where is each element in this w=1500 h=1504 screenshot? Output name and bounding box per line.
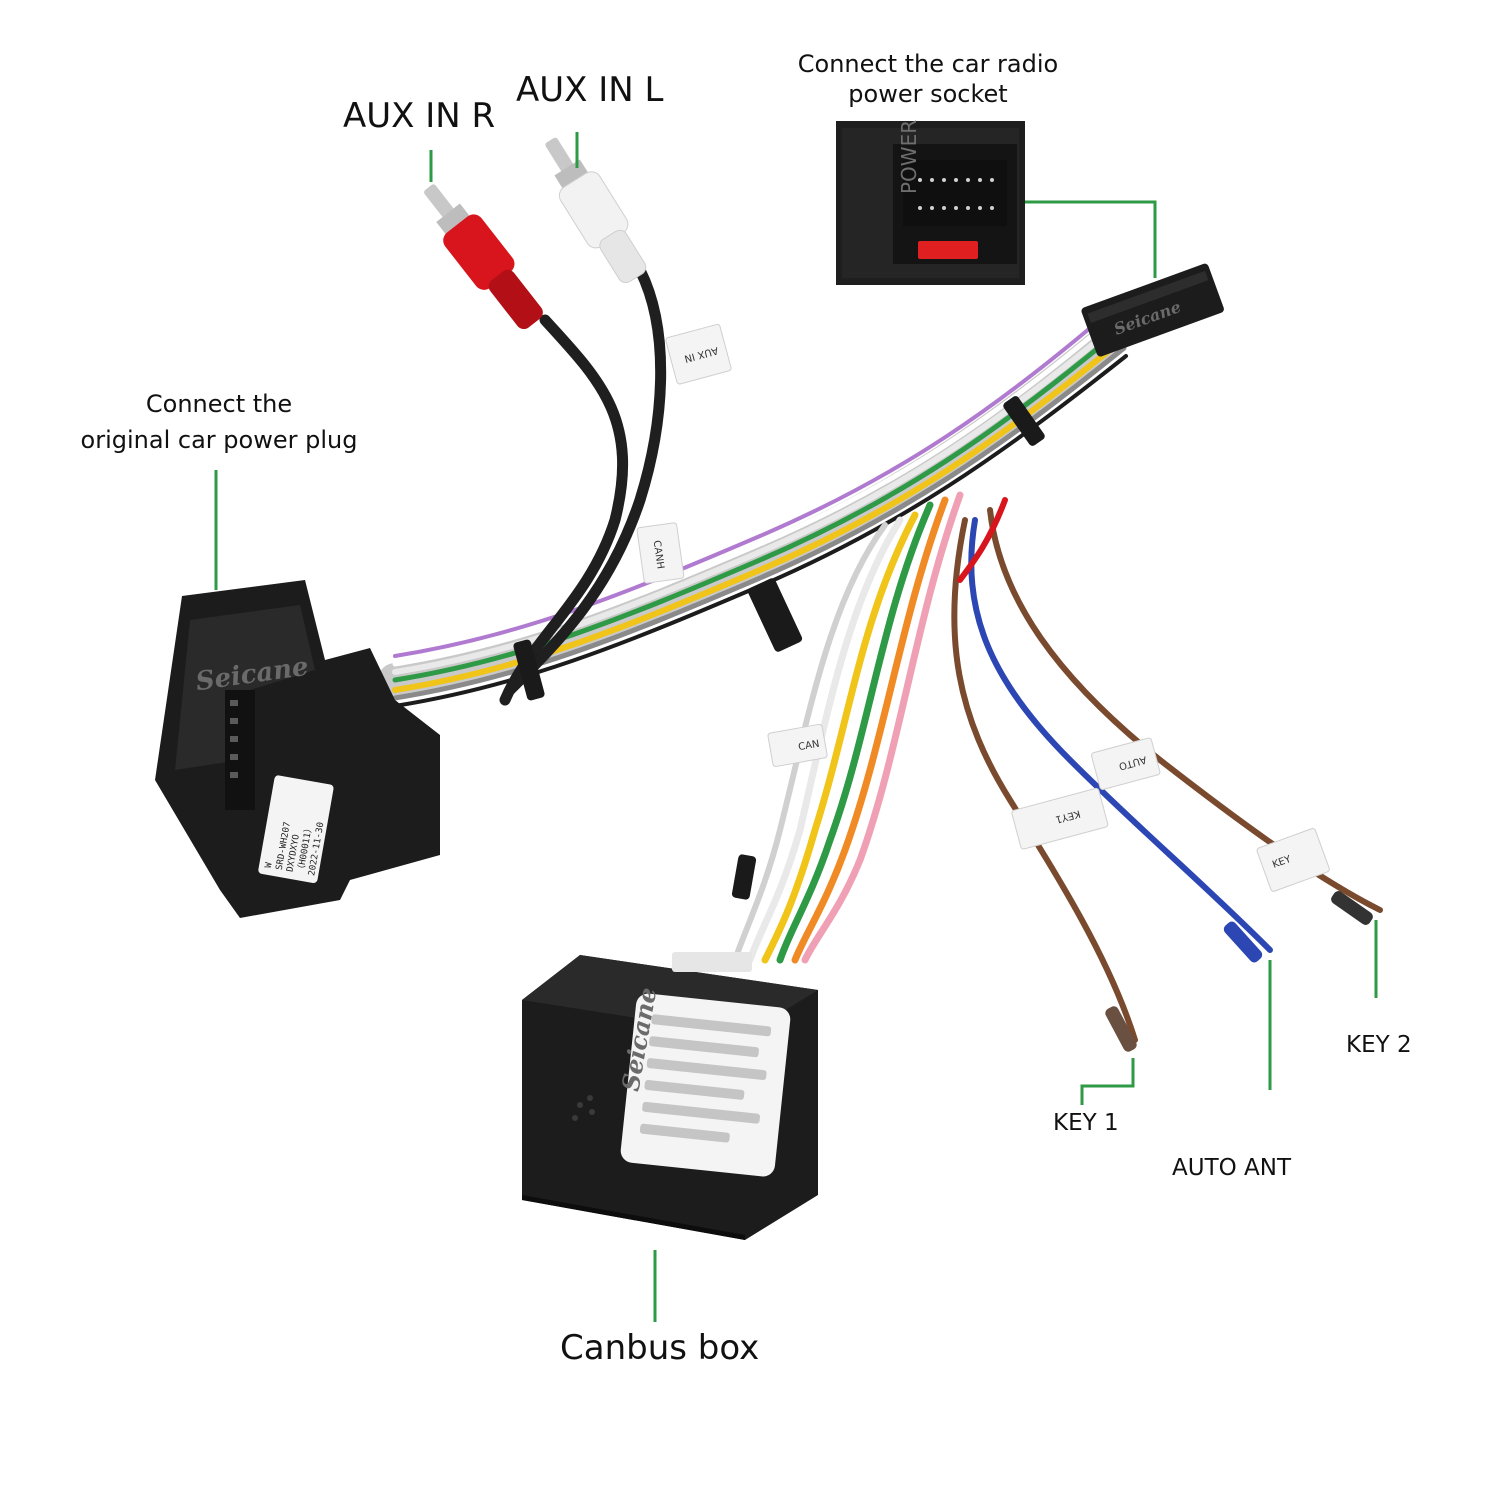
signal-wires xyxy=(951,497,1383,1043)
label-aux-in-r: AUX IN R xyxy=(343,96,496,136)
label-aux-in-l: AUX IN L xyxy=(516,70,664,110)
label-car-plug-line2: original car power plug xyxy=(80,426,358,454)
power-socket-panel-text: POWER xyxy=(897,120,921,194)
canbus-wires xyxy=(732,486,979,964)
leader-key1 xyxy=(1080,1058,1135,1105)
label-car-plug-line1: Connect the xyxy=(145,390,293,418)
label-key1: KEY 1 xyxy=(1053,1110,1119,1136)
label-key2: KEY 2 xyxy=(1346,1032,1412,1058)
leader-lines xyxy=(214,132,1378,1322)
rca-plug-red xyxy=(424,184,543,330)
cable-ties xyxy=(513,396,1045,900)
car-power-plug-connector: Seicane W SRD-WH207 DXYDXYO （H00011） 202… xyxy=(155,580,440,918)
radio-power-plug-connector: Seicane xyxy=(1081,263,1224,357)
tag-canh: CANH xyxy=(651,540,666,570)
rca-plug-white xyxy=(545,137,647,284)
power-socket-inset: POWER xyxy=(836,120,1025,285)
connector-label-line1: W xyxy=(264,861,275,869)
label-car-plug: Connect the original car power plug xyxy=(66,386,372,458)
label-auto-ant: AUTO ANT xyxy=(1172,1155,1292,1181)
main-wire-bundle xyxy=(378,304,1137,708)
tag-can: CAN xyxy=(798,739,821,754)
rca-cables xyxy=(499,264,667,706)
leader-radio-socket xyxy=(1025,200,1157,278)
wire-end-sleeves xyxy=(1105,891,1373,1052)
canbus-box: Seicane xyxy=(522,952,818,1240)
label-radio-socket: Connect the car radio power socket xyxy=(792,46,1064,112)
label-radio-socket-line2: power socket xyxy=(848,80,1008,108)
label-radio-socket-line1: Connect the car radio xyxy=(797,50,1059,78)
wire-tags: CANH CAN AUX IN KEY1 AUTO KEY xyxy=(636,323,1330,892)
label-canbus-box: Canbus box xyxy=(560,1328,760,1368)
